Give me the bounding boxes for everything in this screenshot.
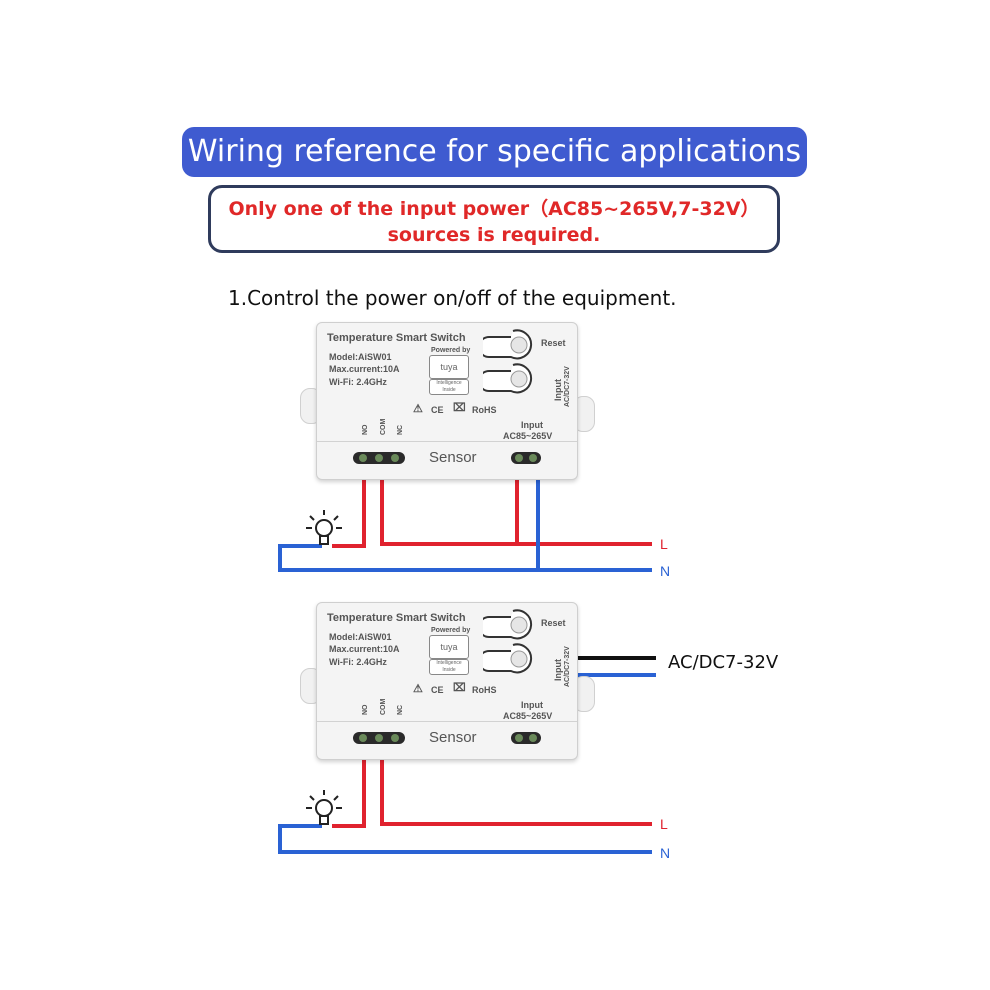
lightbulb-icon xyxy=(306,790,342,825)
input-terminal-block xyxy=(511,732,541,744)
live-wire-1 xyxy=(332,456,366,548)
device-model: Model:AiSW01 xyxy=(329,632,392,642)
power-notice-line1: Only one of the input power（AC85~265V,7-… xyxy=(228,198,760,220)
input-dc-range: AC/DC7-32V xyxy=(564,366,571,407)
diagram-2-wires xyxy=(278,656,656,854)
rohs-label: RoHS xyxy=(472,405,497,415)
neutral-label-2: N xyxy=(660,845,671,861)
neutral-wire-2 xyxy=(278,824,652,854)
ce-mark-icon: CE xyxy=(431,685,444,695)
live-label-2: L xyxy=(660,816,668,832)
rohs-label: RoHS xyxy=(472,685,497,695)
input-label: Input xyxy=(521,700,543,710)
tuya-logo-icon: tuya xyxy=(429,635,469,659)
power-notice: Only one of the input power（AC85~265V,7-… xyxy=(208,185,780,253)
live-wire-1b xyxy=(380,456,652,546)
input-range: AC85~265V xyxy=(503,431,553,441)
power-notice-line2: sources is required. xyxy=(387,224,601,246)
device-max-current: Max.current:10A xyxy=(329,644,400,654)
sensor-label: Sensor xyxy=(429,729,477,746)
input-dc-range: AC/DC7-32V xyxy=(564,646,571,687)
powered-by-label: Powered by xyxy=(431,627,471,634)
warning-icon: ⚠ xyxy=(413,403,423,415)
lightbulb-icon xyxy=(306,510,342,545)
input-terminal-block xyxy=(511,452,541,464)
terminal-label-nc: NC xyxy=(397,704,404,715)
reset-button-icon xyxy=(483,329,533,394)
device-max-current: Max.current:10A xyxy=(329,364,400,374)
section-heading: 1.Control the power on/off of the equipm… xyxy=(228,286,677,310)
reset-button-icon xyxy=(483,609,533,674)
device-wifi: Wi-Fi: 2.4GHz xyxy=(329,657,387,667)
diagram-1-wires xyxy=(278,456,652,572)
live-wire-2b xyxy=(380,736,652,826)
intelligence-badge: Intelligence Inside xyxy=(429,379,469,395)
neutral-wire-1 xyxy=(278,544,652,572)
weee-bin-icon: ⌧ xyxy=(453,402,466,414)
neutral-label-1: N xyxy=(660,563,671,579)
reset-label: Reset xyxy=(541,338,566,348)
smart-switch-device-2: Temperature Smart Switch Model:AiSW01 Ma… xyxy=(316,602,578,760)
output-terminal-block xyxy=(353,732,405,744)
ce-mark-icon: CE xyxy=(431,405,444,415)
terminal-label-no: NO xyxy=(362,704,369,716)
weee-bin-icon: ⌧ xyxy=(453,682,466,694)
input-dc-label: Input xyxy=(553,659,563,681)
tuya-logo-icon: tuya xyxy=(429,355,469,379)
live-wire-2 xyxy=(332,736,366,828)
warning-icon: ⚠ xyxy=(413,683,423,695)
terminal-label-com: COM xyxy=(380,418,387,435)
input-range: AC85~265V xyxy=(503,711,553,721)
device-title: Temperature Smart Switch xyxy=(327,332,466,344)
smart-switch-device-1: Temperature Smart Switch Model:AiSW01 Ma… xyxy=(316,322,578,480)
intelligence-badge: Intelligence Inside xyxy=(429,659,469,675)
input-label: Input xyxy=(521,420,543,430)
reset-label: Reset xyxy=(541,618,566,628)
input-dc-label: Input xyxy=(553,379,563,401)
device-wifi: Wi-Fi: 2.4GHz xyxy=(329,377,387,387)
title-banner: Wiring reference for specific applicatio… xyxy=(182,127,807,177)
sensor-label: Sensor xyxy=(429,449,477,466)
live-label-1: L xyxy=(660,536,668,552)
terminal-label-nc: NC xyxy=(397,424,404,435)
powered-by-label: Powered by xyxy=(431,347,471,354)
terminal-label-com: COM xyxy=(380,698,387,715)
device-model: Model:AiSW01 xyxy=(329,352,392,362)
device-title: Temperature Smart Switch xyxy=(327,612,466,624)
output-terminal-block xyxy=(353,452,405,464)
terminal-label-no: NO xyxy=(362,424,369,436)
dc-source-label: AC/DC7-32V xyxy=(668,652,779,673)
